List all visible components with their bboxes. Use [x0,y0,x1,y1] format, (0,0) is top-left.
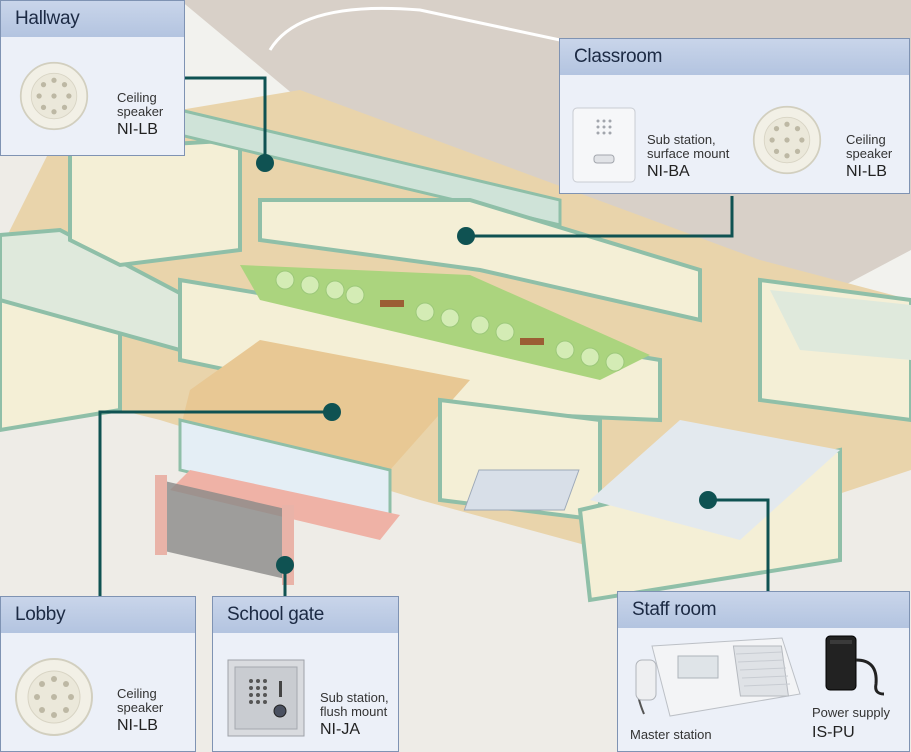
location-dots [256,154,717,574]
device-description: Ceiling speaker [117,90,164,119]
gate [160,480,290,580]
staff-leader [708,498,770,593]
device-description: Ceiling speaker [117,686,164,715]
device-description: Sub station, flush mount [320,690,389,719]
panel-title: School gate [213,597,398,633]
ceiling-speaker-icon [15,658,93,736]
device-model: NI-BA [647,163,690,180]
bench [520,338,544,345]
panel-title: Lobby [1,597,195,633]
device-model: IS-PU [812,724,855,741]
panel-title: Classroom [560,39,909,75]
hallway-dot [256,154,274,172]
lobby-dot [323,403,341,421]
ceiling-speaker-icon [19,61,89,131]
gate-pillar [155,475,167,555]
lobby-leader [98,410,332,596]
classroom-panel: Classroom Sub station, surface mount NI-… [559,38,910,194]
panel-title: Staff room [618,592,909,628]
device-description: Ceiling speaker [846,132,893,161]
staff-room-panel: Staff room Master station Power supply I… [617,591,910,752]
staff-dot [699,491,717,509]
lobby-panel: Lobby Ceiling speaker NI-LB [0,596,196,752]
device-description: Master station [630,727,712,742]
school-gate-panel: School gate Sub station, flush mount NI-… [212,596,399,752]
courtyard-trees [275,270,625,372]
staff-room-floor [590,420,840,540]
classroom-dot [457,227,475,245]
ceiling-speaker-icon [752,105,822,175]
bench [380,300,404,307]
hallway-leader [180,76,267,163]
device-model: NI-LB [846,163,887,180]
master-station-icon [635,637,801,717]
device-model: NI-LB [117,121,158,138]
power-supply-icon [825,635,885,696]
sub-station-surface-icon [572,107,636,183]
device-model: NI-JA [320,721,360,738]
classroom-wing [258,198,702,323]
staff-room-desks [463,469,580,511]
device-description: Power supply [812,705,891,720]
hallway-block [68,137,242,268]
track-line [268,6,561,51]
device-model: NI-LB [117,717,158,734]
gate-dot [276,556,294,574]
right-wing-top [770,290,911,360]
device-description: Sub station, surface mount [647,132,730,161]
classroom-leader [466,196,734,238]
panel-title: Hallway [1,1,184,37]
leader-lines [98,76,770,596]
sub-station-flush-icon [227,659,305,737]
hallway-panel: Hallway Ceiling speaker NI-LB [0,0,185,156]
